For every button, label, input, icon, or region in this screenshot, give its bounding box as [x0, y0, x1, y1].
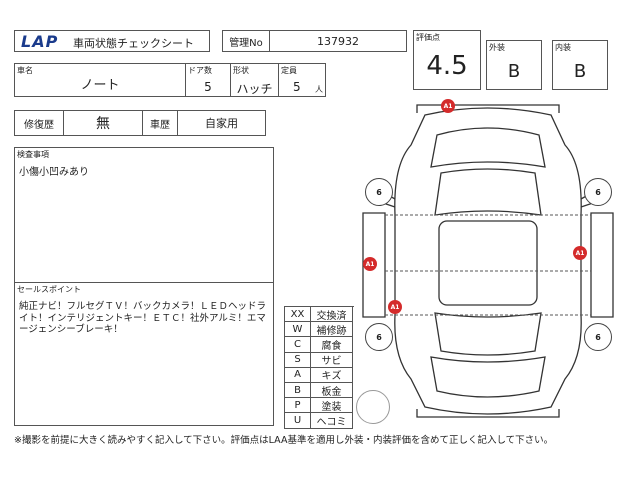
selling-points-box: セールスポイント 純正ナビ！フルセグＴＶ！バックカメラ！ＬＥＤヘッドライト！イン… — [14, 282, 274, 426]
mgmt-label: 管理No — [229, 37, 263, 49]
mgmt-label-cell: 管理No — [222, 30, 270, 52]
legend-meaning: キズ — [311, 367, 353, 383]
exterior-grade: B — [507, 61, 521, 82]
car-name-value: ノート — [80, 78, 120, 93]
doors-value: 5 — [204, 80, 212, 94]
inspection-box: 検査事項 小傷小凹みあり — [14, 147, 274, 283]
shape-value: ハッチ — [236, 82, 273, 96]
car-diagram: 6 6 6 6 A1 A1 A1 A1 — [355, 95, 620, 425]
inspection-label: 検査事項 — [17, 150, 49, 159]
selling-points-text: 純正ナビ！フルセグＴＶ！バックカメラ！ＬＥＤヘッドライト！インテリジェントキー！… — [19, 301, 267, 335]
score-cell: 評価点 4.5 — [413, 30, 481, 90]
legend-code: W — [285, 322, 311, 338]
doors-cell: ドア数 5 — [185, 63, 231, 97]
damage-marker-front: A1 — [441, 99, 455, 113]
usage-label-cell: 車歴 — [142, 110, 178, 136]
usage-value-cell: 自家用 — [177, 110, 266, 136]
damage-marker-left: A1 — [363, 257, 377, 271]
legend-code: P — [285, 398, 311, 414]
mgmt-value-cell: 137932 — [269, 30, 407, 52]
damage-marker-right: A1 — [573, 246, 587, 260]
mgmt-number: 137932 — [317, 34, 359, 48]
shape-cell: 形状 ハッチ — [230, 63, 279, 97]
car-name-cell: 車名 ノート — [14, 63, 186, 97]
legend-meaning: 板金 — [311, 383, 353, 399]
legend-code: B — [285, 383, 311, 399]
capacity-unit: 人 — [315, 85, 323, 94]
legend-code: S — [285, 352, 311, 368]
legend-meaning: サビ — [311, 352, 353, 368]
legend-meaning: 腐食 — [311, 337, 353, 353]
tire-front-right: 6 — [584, 178, 612, 206]
legend-meaning: 塗装 — [311, 398, 353, 414]
lap-logo: LAP — [21, 32, 59, 51]
inspection-text: 小傷小凹みあり — [19, 167, 89, 178]
usage-label: 車歴 — [150, 119, 170, 131]
car-outline — [362, 104, 614, 418]
title-box: LAP 車両状態チェックシート — [14, 30, 210, 52]
tire-rear-right: 6 — [584, 323, 612, 351]
car-name-label: 車名 — [17, 66, 33, 75]
capacity-value: 5 — [293, 80, 301, 94]
repair-history-value: 無 — [96, 116, 110, 132]
interior-label: 内装 — [555, 43, 571, 52]
doors-label: ドア数 — [188, 66, 212, 75]
interior-cell: 内装 B — [552, 40, 608, 90]
score-value: 4.5 — [426, 51, 468, 81]
usage-value: 自家用 — [205, 117, 238, 130]
capacity-cell: 定員 5 人 — [278, 63, 326, 97]
damage-marker-rear-left: A1 — [388, 300, 402, 314]
sheet-title: 車両状態チェックシート — [73, 37, 194, 50]
legend-code: XX — [285, 307, 311, 323]
legend-meaning: ヘコミ — [311, 413, 353, 429]
legend-meaning: 補修跡 — [311, 322, 353, 338]
legend-code: U — [285, 413, 311, 429]
score-label: 評価点 — [416, 33, 440, 42]
selling-points-label: セールスポイント — [17, 285, 81, 294]
interior-grade: B — [573, 61, 587, 82]
footer-note: ※撮影を前提に大きく読みやすく記入して下さい。評価点はLAA基準を適用し外装・内… — [14, 435, 554, 446]
exterior-label: 外装 — [489, 43, 505, 52]
legend-meaning: 交換済 — [311, 307, 353, 323]
stamp-circle — [356, 390, 390, 424]
legend-code: C — [285, 337, 311, 353]
legend-code: A — [285, 367, 311, 383]
repair-label-cell: 修復歴 — [14, 110, 64, 136]
repair-history-label: 修復歴 — [24, 119, 54, 131]
shape-label: 形状 — [233, 66, 249, 75]
tire-rear-left: 6 — [365, 323, 393, 351]
tire-front-left: 6 — [365, 178, 393, 206]
repair-value-cell: 無 — [63, 110, 143, 136]
capacity-label: 定員 — [281, 66, 297, 75]
exterior-cell: 外装 B — [486, 40, 542, 90]
